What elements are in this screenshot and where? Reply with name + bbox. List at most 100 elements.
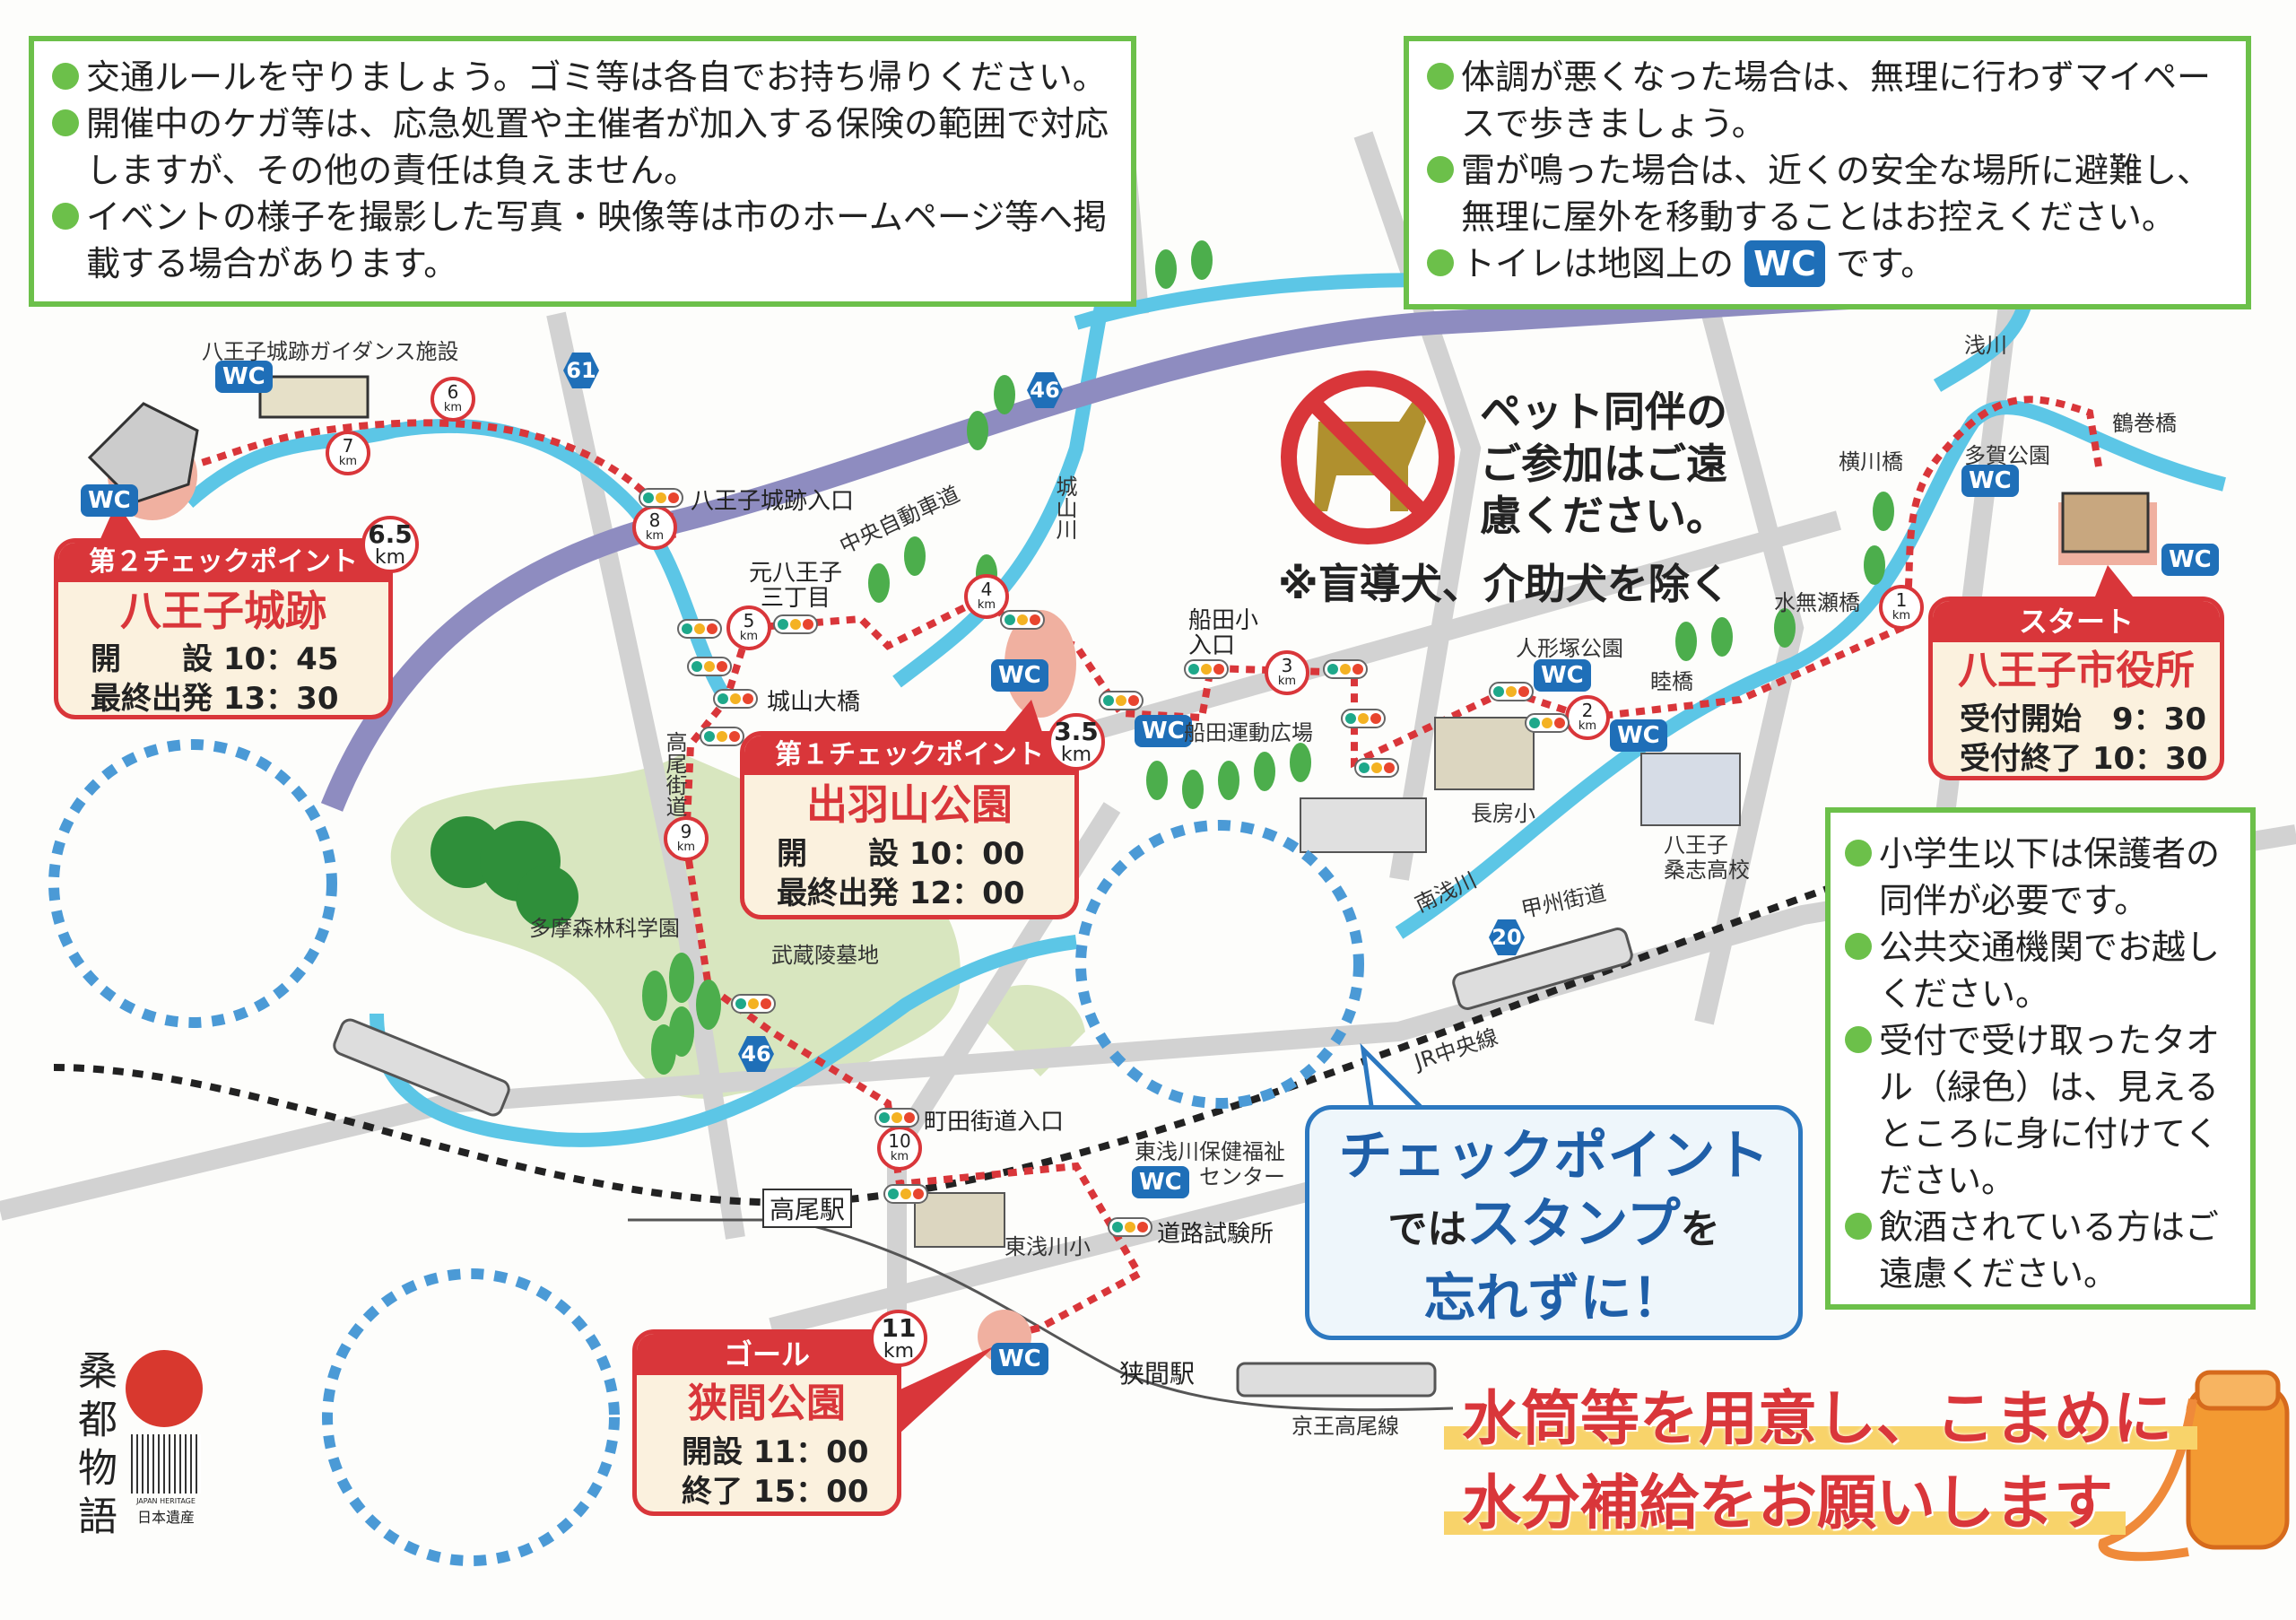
notice-item: トイレは地図上の WC です。 (1427, 240, 2228, 287)
notice-item: 小学生以下は保護者の同伴が必要です。 (1845, 831, 2236, 924)
traffic-signal-icon (1489, 682, 1534, 701)
unit: km (374, 546, 406, 569)
unit: km (1060, 744, 1092, 766)
start-callout[interactable]: スタート 八王子市役所 受付開始 9：30 受付終了 10：30 (1928, 597, 2224, 780)
km-value: 2 (1581, 700, 1594, 721)
stamp-bubble-line: 忘れずに！ (1423, 1267, 1684, 1328)
traffic-signal-icon (773, 614, 818, 634)
cp1-open: 開 設 10：00 (744, 834, 1074, 874)
traffic-signal-icon (700, 727, 744, 746)
bullet-icon (1427, 63, 1454, 90)
traffic-signal-icon (874, 1108, 919, 1128)
bullet-icon (52, 109, 79, 136)
label: 開 設 (777, 836, 899, 872)
barcode-mark (131, 1434, 201, 1494)
notice-text: です。 (1836, 244, 1935, 283)
stamp-reminder-bubble: チェックポイント ではスタンプを 忘れずに！ (1305, 1105, 1803, 1340)
soshi-school (1640, 753, 1741, 826)
cp2-callout[interactable]: 第２チェックポイント 八王子城跡 開 設 10：45 最終出発 13：30 (54, 538, 393, 719)
wc-badge: WC (215, 361, 273, 393)
place-label: 睦橋 (1650, 669, 1693, 694)
traffic-signal-icon (639, 488, 683, 508)
label: 受付終了 (1960, 741, 2082, 777)
cp2-pointer (99, 502, 144, 543)
cp1-name: 出羽山公園 (806, 780, 1013, 829)
jr-train (333, 1018, 510, 1117)
banner-highlight (1444, 1511, 2126, 1535)
river-label: 城山川 (1052, 475, 1077, 540)
goal-close: 終了 15：00 (637, 1472, 897, 1511)
unit: km (645, 529, 665, 543)
traffic-signal-icon (677, 619, 722, 639)
time: 10：00 (909, 836, 1025, 872)
banner-highlight (1444, 1426, 2197, 1450)
notice-text: 体調が悪くなった場合は、無理に行わずマイペースで歩きましょう。 (1461, 57, 2212, 144)
traffic-signal-icon (731, 994, 776, 1014)
time: 11：00 (752, 1434, 869, 1470)
notice-item: 受付で受け取ったタオル（緑色）は、見えるところに身に付けてください。 (1845, 1017, 2236, 1204)
text: では (1387, 1206, 1467, 1252)
notice-text: 雷が鳴った場合は、近くの安全な場所に避難し、無理に屋外を移動することはお控えくだ… (1461, 151, 2212, 237)
no-pets-icon (1281, 370, 1455, 544)
time: 15：00 (752, 1474, 869, 1510)
place-label: 船田小 入口 (1188, 607, 1259, 659)
goal-pointer (879, 1346, 996, 1444)
wc-badge: WC (1534, 659, 1591, 692)
red-sun-icon (126, 1350, 203, 1427)
pet-notice-line: 慮ください。 (1480, 492, 1727, 540)
notice-text: 受付で受け取ったタオル（緑色）は、見えるところに身に付けてください。 (1879, 1021, 2221, 1200)
station-label: 狭間駅 (1119, 1359, 1196, 1389)
km-value: 9 (680, 821, 692, 842)
time: 13：30 (222, 681, 339, 717)
pet-notice-line: ペット同伴の (1480, 388, 1727, 436)
unit: km (977, 598, 996, 612)
time: 12：00 (909, 875, 1025, 911)
km-value: 5 (743, 610, 755, 631)
place-label: 多賀公園 (1964, 443, 2050, 468)
place-label: 八王子城跡ガイダンス施設 (202, 339, 459, 364)
cp1-header: 第１チェックポイント (744, 736, 1074, 775)
unit: km (890, 1150, 909, 1163)
label: 開設 (682, 1434, 743, 1470)
school-label: 東浅川小 (1004, 1234, 1091, 1259)
distance: 11 (881, 1313, 917, 1343)
label: 最終出発 (91, 681, 213, 717)
chuo-expressway (320, 284, 1884, 812)
trees (430, 240, 1894, 1075)
bullet-icon (1845, 1213, 1872, 1240)
traffic-signal-icon (713, 689, 758, 709)
jr-train (1452, 928, 1633, 1010)
wc-badge: WC (991, 1343, 1048, 1375)
notice-text: 小学生以下は保護者の同伴が必要です。 (1879, 834, 2221, 920)
start-header: スタート (1933, 601, 2220, 642)
walking-route (187, 419, 657, 505)
souto-monogatari-logo: 桑都物語 (71, 1350, 117, 1544)
place-label: 東浅川保健福祉 センター (1135, 1139, 1285, 1189)
km-value: 3 (1281, 655, 1293, 676)
start-reception-open: 受付開始 9：30 (1933, 700, 2220, 739)
wc-badge: WC (81, 484, 138, 517)
cp1-callout[interactable]: 第１チェックポイント 出羽山公園 開 設 10：00 最終出発 12：00 (740, 731, 1079, 919)
cp1-last-departure: 最終出発 12：00 (744, 874, 1074, 913)
notice-box-right: 小学生以下は保護者の同伴が必要です。 公共交通機関でお越しください。 受付で受け… (1825, 807, 2256, 1310)
goal-name: 狭間公園 (688, 1380, 846, 1426)
blank-dashed-circle (48, 739, 337, 1028)
unit: km (676, 840, 696, 854)
water-banner-line: 水筒等を用意し、こまめに (1462, 1384, 2172, 1453)
nagabusa-school (1434, 717, 1535, 790)
label: 受付開始 (1960, 701, 2082, 737)
river-label: 浅川 (1964, 333, 2007, 358)
station-label: 高尾駅 (762, 1189, 853, 1228)
rail-label: 京王高尾線 (1292, 1414, 1399, 1439)
traffic-signal-icon (1000, 610, 1045, 630)
walking-route (682, 396, 2102, 1340)
notice-text: 公共交通機関でお越しください。 (1879, 928, 2221, 1014)
notice-item: 飲酒されている方はご遠慮ください。 (1845, 1204, 2236, 1297)
traffic-signal-icon (883, 1184, 928, 1204)
km-value: 4 (980, 579, 993, 600)
goal-callout[interactable]: ゴール 狭間公園 開設 11：00 終了 15：00 (632, 1329, 901, 1516)
wc-badge: WC (1132, 1166, 1189, 1198)
